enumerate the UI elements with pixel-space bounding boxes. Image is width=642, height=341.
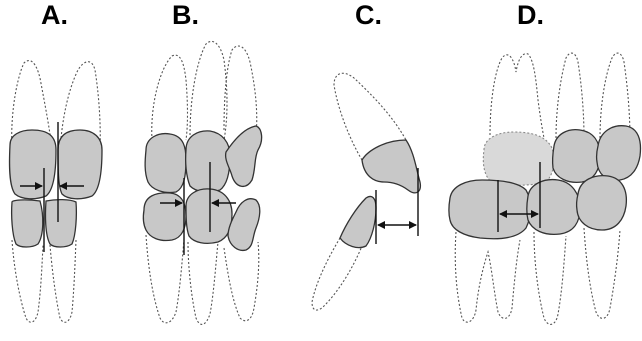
tooth-d-upper-root-2 (556, 53, 584, 138)
tooth-d-lower-crown-2 (527, 180, 580, 235)
tooth-b-root-5 (188, 242, 218, 324)
panel-a-diagram (10, 61, 102, 323)
tooth-a-right-upper-crown (58, 130, 102, 199)
tooth-d-upper-crown-2 (553, 130, 600, 183)
tooth-a-right-lower-root (50, 240, 76, 322)
tooth-b-root-1 (152, 55, 188, 140)
tooth-b-root-4 (146, 235, 184, 323)
tooth-d-upper-root-molar (490, 54, 544, 138)
panel-d-diagram (449, 53, 641, 324)
tooth-b-root-6 (224, 242, 259, 321)
tooth-a-left-lower-root (12, 240, 43, 322)
tooth-b-crown-lower-2 (186, 189, 232, 243)
tooth-d-lower-crown-3 (577, 176, 627, 230)
tooth-d-upper-crown-molar (483, 132, 554, 185)
tooth-d-lower-root-molar (455, 232, 520, 322)
tooth-b-crown-upper-2 (186, 131, 230, 192)
tooth-d-upper-crown-3 (597, 126, 641, 181)
tooth-a-left-lower-crown (12, 200, 43, 247)
tooth-c-upper-crown (362, 140, 420, 193)
tooth-d-lower-root-2 (534, 232, 566, 324)
tooth-a-right-lower-crown (45, 200, 76, 247)
tooth-b-crown-upper-1 (145, 134, 186, 193)
tooth-d-lower-root-3 (584, 228, 620, 318)
tooth-a-left-upper-crown (10, 130, 56, 199)
panel-b-diagram (143, 41, 261, 324)
tooth-b-crown-lower-1 (143, 193, 186, 241)
tooth-b-crown-upper-3 (226, 126, 262, 186)
tooth-b-crown-lower-3 (228, 199, 260, 251)
tooth-b-root-2 (190, 41, 227, 140)
tooth-c-lower-root (312, 238, 362, 310)
tooth-c-lower-crown (340, 196, 376, 247)
tooth-b-root-3 (224, 46, 257, 135)
tooth-d-lower-crown-molar (449, 180, 531, 239)
panel-c-diagram (312, 73, 420, 310)
